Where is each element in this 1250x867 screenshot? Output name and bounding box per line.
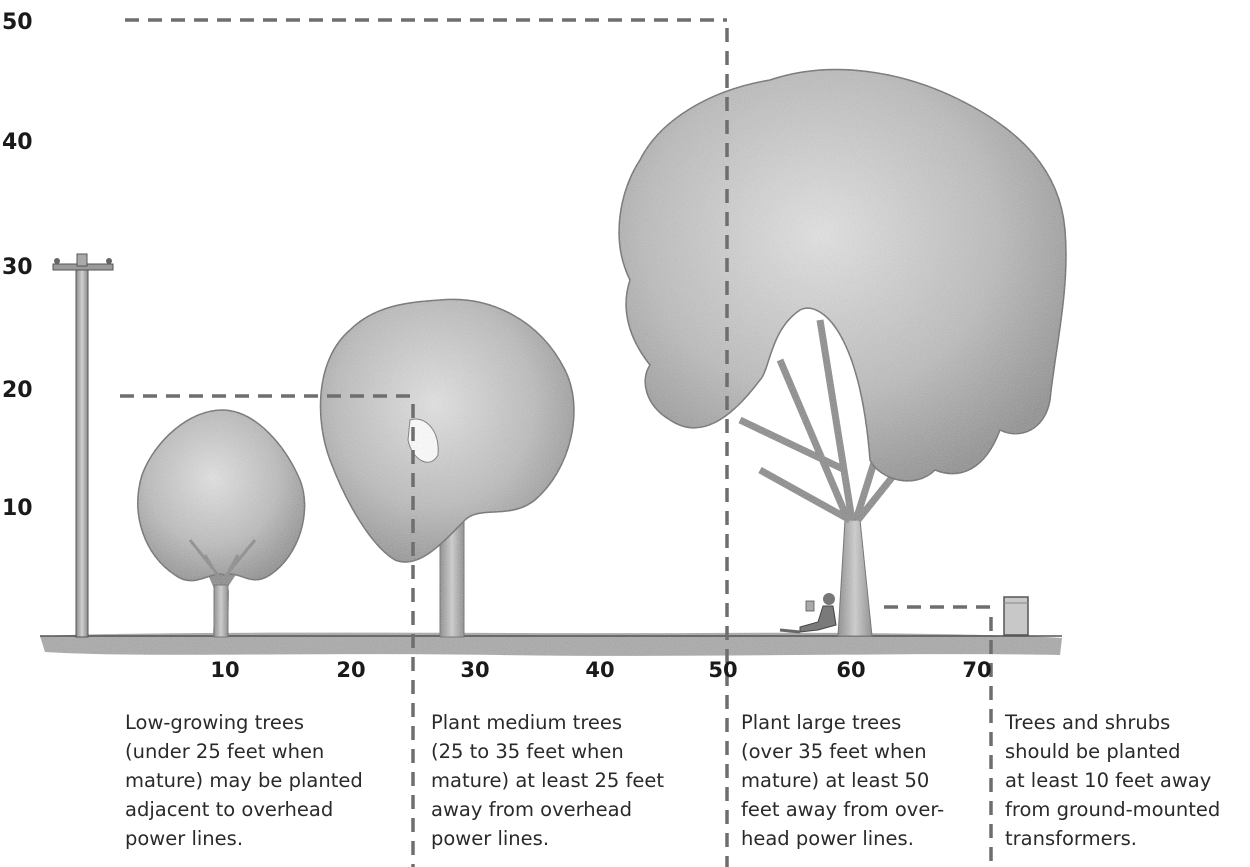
y-tick-50: 50: [2, 12, 62, 34]
ground: [40, 633, 1062, 656]
x-tick-40: 40: [570, 660, 630, 681]
low-growing-tree-icon: [138, 410, 305, 637]
caption-low-growing-trees: Low-growing trees (under 25 feet when ma…: [125, 708, 363, 853]
large-tree-icon: [619, 70, 1066, 636]
y-tick-40: 40: [2, 132, 62, 154]
x-tick-50: 50: [693, 660, 753, 681]
caption-medium-trees: Plant medium trees (25 to 35 feet when m…: [431, 708, 664, 853]
y-tick-30: 30: [2, 257, 62, 279]
medium-tree-icon: [320, 299, 573, 637]
person-icon: [780, 593, 836, 632]
caption-transformers: Trees and shrubs should be planted at le…: [1005, 708, 1220, 853]
y-tick-10: 10: [2, 498, 62, 520]
x-tick-70: 70: [947, 660, 1007, 681]
utility-pole-icon: [53, 254, 113, 637]
caption-large-trees: Plant large trees (over 35 feet when mat…: [741, 708, 944, 853]
x-tick-10: 10: [195, 660, 255, 681]
y-tick-20: 20: [2, 380, 62, 402]
x-tick-20: 20: [321, 660, 381, 681]
transformer-icon: [1004, 597, 1028, 635]
x-tick-30: 30: [445, 660, 505, 681]
x-tick-60: 60: [821, 660, 881, 681]
